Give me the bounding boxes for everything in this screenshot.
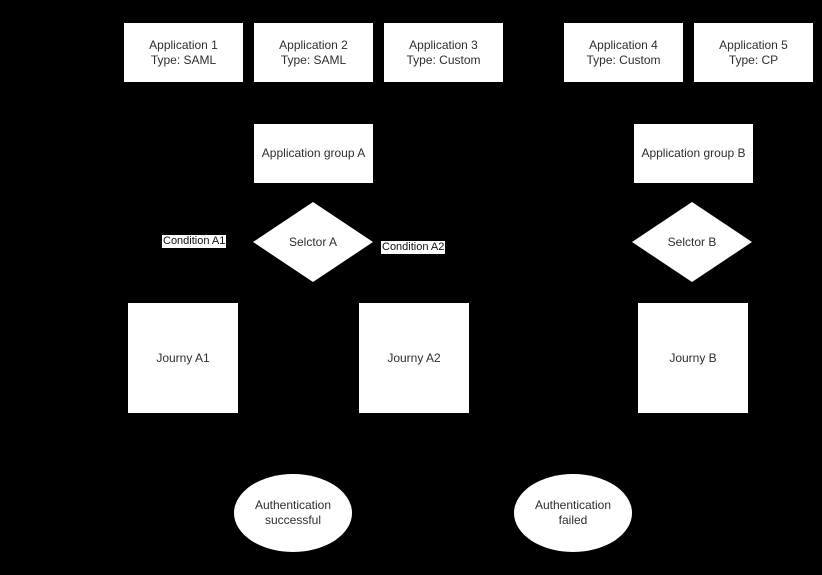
authentication-failed-label: Authentication failed (534, 498, 612, 527)
application-3-type: Type: Custom (406, 52, 481, 67)
node-authentication-failed: Authentication failed (514, 474, 632, 552)
selector-b-label: Selctor B (667, 234, 717, 249)
node-selector-b-diamond: Selctor B (632, 202, 752, 282)
application-5-name: Application 5 (719, 37, 788, 52)
application-2-name: Application 2 (279, 37, 348, 52)
application-5-type: Type: CP (728, 52, 779, 67)
node-journey-a2: Journy A2 (359, 303, 469, 413)
application-1-name: Application 1 (149, 37, 218, 52)
journey-b-label: Journy B (669, 350, 717, 365)
node-application-group-b: Application group B (634, 124, 753, 183)
selector-a-label: Selctor A (288, 234, 338, 249)
node-application-group-a: Application group A (254, 124, 373, 183)
application-4-type: Type: Custom (586, 52, 661, 67)
application-3-name: Application 3 (409, 37, 478, 52)
node-application-4: Application 4 Type: Custom (564, 23, 683, 82)
application-1-type: Type: SAML (150, 52, 217, 67)
journey-a1-label: Journy A1 (156, 350, 210, 365)
authentication-successful-label: Authentication successful (254, 498, 332, 527)
node-application-5: Application 5 Type: CP (694, 23, 813, 82)
node-authentication-successful: Authentication successful (234, 474, 352, 552)
application-4-name: Application 4 (589, 37, 658, 52)
application-2-type: Type: SAML (280, 52, 347, 67)
node-application-3: Application 3 Type: Custom (384, 23, 503, 82)
edge-label-condition-a1: Condition A1 (162, 235, 227, 248)
edge-label-condition-a2: Condition A2 (381, 241, 446, 254)
node-journey-a1: Journy A1 (128, 303, 238, 413)
node-journey-b: Journy B (638, 303, 748, 413)
node-application-1: Application 1 Type: SAML (124, 23, 243, 82)
application-group-a-label: Application group A (261, 146, 366, 160)
application-group-b-label: Application group B (641, 146, 746, 160)
node-selector-a-diamond: Selctor A (253, 202, 373, 282)
journey-a2-label: Journy A2 (387, 350, 441, 365)
node-application-2: Application 2 Type: SAML (254, 23, 373, 82)
